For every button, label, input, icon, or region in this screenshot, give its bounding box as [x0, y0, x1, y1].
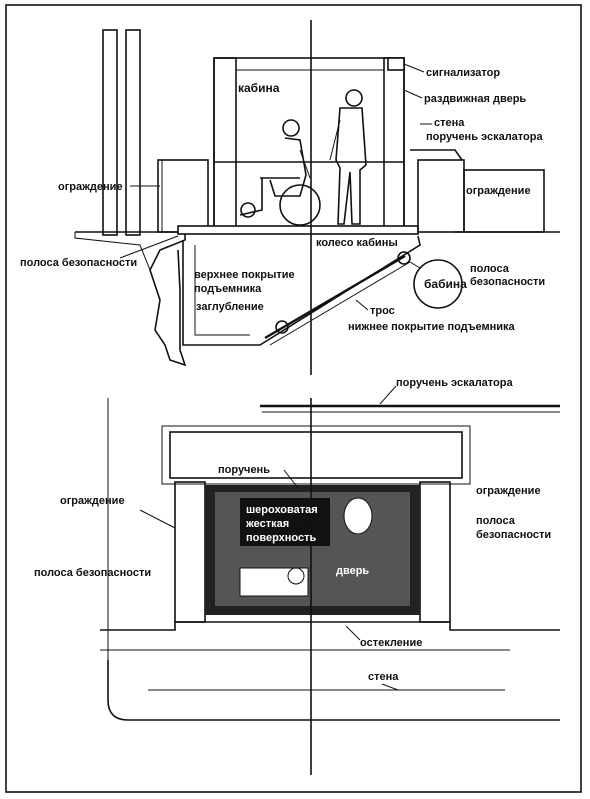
incline-track-lower: [269, 261, 411, 346]
escalator-rail-side: [410, 149, 463, 161]
lower-pulley: [275, 320, 289, 334]
leader-sliding-door: [403, 89, 423, 99]
plan-wall-outer: [107, 660, 560, 721]
escalator-body: [463, 169, 545, 233]
leader-safety-strip-left-top: [119, 235, 179, 259]
label-handrail: поручень: [218, 464, 270, 476]
label-drum: бабина: [424, 277, 467, 291]
label-safety-strip-left-plan: полоса безопасности: [34, 567, 151, 579]
label-safety-strip-right-plan-1: полоса: [476, 515, 516, 527]
incline-track-upper: [264, 254, 406, 340]
label-escalator-rail-plan: поручень эскалатора: [396, 377, 513, 389]
plan-rough-surface-label-bg: [240, 498, 330, 546]
fence-right-box: [417, 159, 465, 233]
column-left: [102, 29, 118, 236]
column-right: [125, 29, 141, 236]
fence-left-box: [157, 159, 209, 233]
ground-left: [75, 231, 187, 367]
cabin-floor: [177, 225, 419, 235]
drum-circle: [413, 259, 463, 309]
wheelchair-user-figure: [239, 119, 321, 226]
label-glazing: остекление: [360, 637, 422, 649]
label-cabin: кабина: [238, 81, 280, 95]
drum-link: [409, 261, 421, 269]
label-rough-1: шероховатая: [246, 504, 318, 516]
label-wall-plan: стена: [368, 671, 399, 683]
leader-handrail: [283, 469, 299, 489]
label-escalator-rail-top: поручень эскалатора: [426, 131, 543, 143]
label-safety-strip-left-top: полоса безопасности: [20, 257, 137, 269]
plan-lower-slab-top: [100, 621, 560, 631]
label-safety-strip-right-top-2: безопасности: [470, 276, 545, 288]
label-recess: заглубление: [196, 301, 264, 313]
pit-outline: [182, 235, 421, 346]
label-cabin-wheel: колесо кабины: [316, 237, 398, 249]
label-door: дверь: [336, 565, 369, 577]
label-top-cover-2: подъемника: [194, 283, 262, 295]
leader-fence-left-plan: [139, 509, 176, 529]
label-safety-strip-right-top-1: полоса: [470, 263, 510, 275]
label-wall-top: стена: [434, 117, 465, 129]
outer-frame: [5, 4, 582, 793]
plan-fence-left: [174, 481, 206, 623]
leader-signal: [403, 63, 425, 73]
plan-wheelchair-head: [287, 567, 305, 585]
leader-wall-plan: [381, 683, 399, 691]
plan-upper-slab: [169, 431, 463, 479]
standing-person-figure: [329, 89, 367, 225]
leader-cable: [355, 299, 369, 311]
label-signal: сигнализатор: [426, 67, 500, 79]
plan-fence-right: [419, 481, 451, 623]
plan-person-top: [343, 497, 373, 535]
label-fence-right-plan: ограждение: [476, 485, 541, 497]
leader-escalator-rail-plan: [379, 385, 397, 405]
label-bottom-cover: нижнее покрытие подъемника: [348, 321, 516, 333]
ground-left-edge: [74, 232, 151, 271]
plan-upper-slab-outer: [161, 425, 471, 485]
label-sliding-door: раздвижная дверь: [424, 93, 526, 105]
label-safety-strip-right-plan-2: безопасности: [476, 529, 551, 541]
label-rough-3: поверхность: [246, 532, 317, 544]
label-cable: трос: [370, 305, 395, 317]
signal-box: [387, 57, 405, 71]
label-fence-right-top: ограждение: [466, 185, 531, 197]
side-view: кабина сигнализатор раздвижная дверь сте…: [20, 20, 560, 375]
label-fence-left-top: ограждение: [58, 181, 123, 193]
label-top-cover-1: верхнее покрытие: [194, 269, 295, 281]
plan-view: поручень эскалатора поручень ограждение …: [34, 377, 560, 775]
label-fence-left-plan: ограждение: [60, 495, 125, 507]
label-rough-2: жесткая: [245, 518, 289, 530]
pit-inner: [194, 245, 250, 336]
cabin-left-wall: [213, 57, 237, 229]
upper-pulley: [397, 251, 411, 265]
leader-glazing: [345, 625, 361, 641]
cabin-right-wall: [383, 57, 405, 229]
